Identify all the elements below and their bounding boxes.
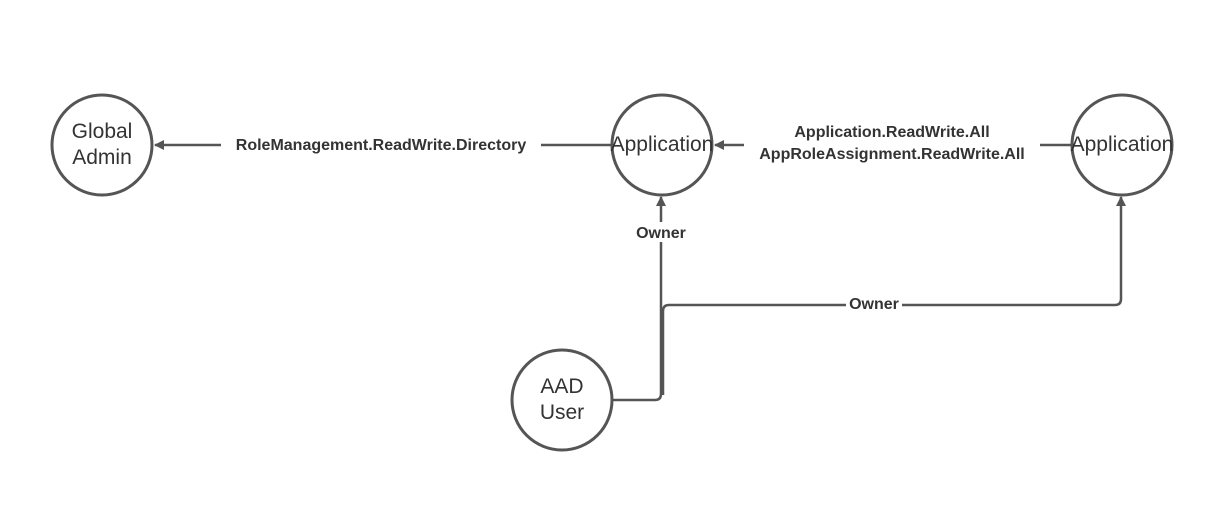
edge-owner-right: Owner [661, 196, 1126, 395]
node-aad-user: AAD User [510, 348, 614, 452]
node-aad-user-line2: User [540, 401, 584, 424]
edge-app-permissions: Application.ReadWrite.All AppRoleAssignm… [714, 120, 1071, 166]
edge-label-owner-center: Owner [636, 225, 686, 242]
edge-label-rolemanagement: RoleManagement.ReadWrite.Directory [236, 137, 527, 154]
node-global-admin: Global Admin [50, 93, 154, 197]
node-application-right-label: Application [1071, 133, 1174, 156]
node-application-right: Application [1070, 93, 1174, 197]
edge-label-application-readwrite: Application.ReadWrite.All [794, 124, 989, 141]
node-aad-user-line1: AAD [540, 375, 583, 398]
edge-label-approleassignment-readwrite: AppRoleAssignment.ReadWrite.All [759, 146, 1025, 163]
node-application-center-label: Application [611, 133, 714, 156]
edge-rolemanagement: RoleManagement.ReadWrite.Directory [154, 134, 611, 156]
node-application-center: Application [610, 93, 714, 197]
node-global-admin-line1: Global [72, 120, 133, 143]
node-global-admin-line2: Admin [72, 146, 132, 169]
edge-label-owner-right: Owner [849, 296, 899, 313]
edge-owner-center: Owner [612, 196, 690, 402]
